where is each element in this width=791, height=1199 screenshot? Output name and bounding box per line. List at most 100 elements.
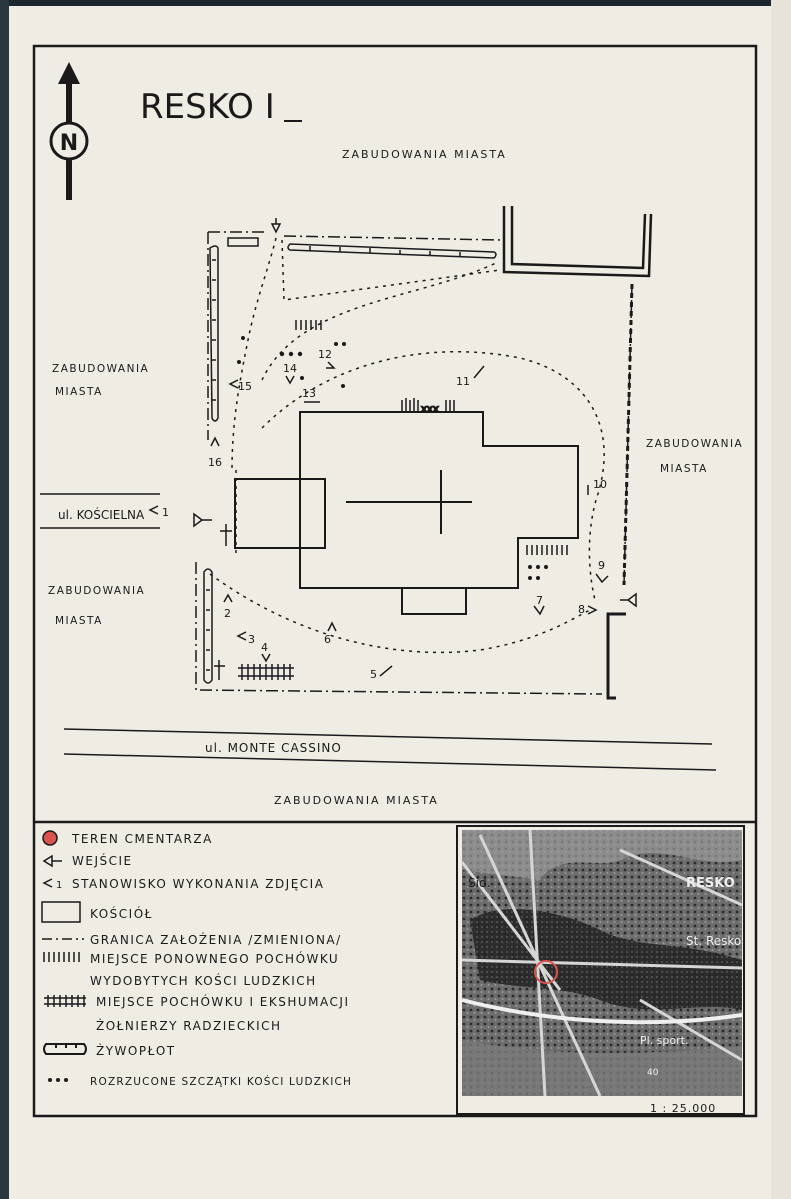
dots-icon xyxy=(48,1078,68,1082)
reburial-site-east xyxy=(526,545,568,555)
svg-text:KOŚCIÓŁ: KOŚCIÓŁ xyxy=(90,906,153,921)
svg-text:4: 4 xyxy=(261,641,268,654)
inset-label-st-resko: St. Resko xyxy=(686,934,741,948)
svg-text:1: 1 xyxy=(56,880,62,891)
entrance-west xyxy=(193,512,212,528)
vertical-hatch-icon xyxy=(43,952,80,962)
legend: TEREN CMENTARZA WEJŚCIE 1 STANOWISKO WYK… xyxy=(41,830,352,1088)
legend-item-boundary: GRANICA ZAŁOŻENIA /ZMIENIONA/ xyxy=(42,932,342,947)
svg-text:12: 12 xyxy=(318,348,332,361)
svg-text:10: 10 xyxy=(593,478,607,491)
north-arrow: N xyxy=(49,62,89,200)
svg-text:WEJŚCIE: WEJŚCIE xyxy=(72,853,133,868)
inset-label-resko: RESKO xyxy=(686,876,735,891)
svg-text:ROZRZUCONE SZCZĄTKI KOŚCI LUDZ: ROZRZUCONE SZCZĄTKI KOŚCI LUDZKICH xyxy=(90,1075,352,1088)
legend-item-entrance: WEJŚCIE xyxy=(42,853,133,868)
legend-item-church: KOŚCIÓŁ xyxy=(41,901,153,923)
photo-point-2: 2 xyxy=(223,593,233,620)
photo-point-12: 12 xyxy=(318,348,336,369)
legend-item-cemetery-area: TEREN CMENTARZA xyxy=(42,830,213,846)
street-koscielna: ul. KOŚCIELNA xyxy=(40,493,160,529)
svg-text:3: 3 xyxy=(248,633,255,646)
label-left-upper-2: MIASTA xyxy=(55,386,103,398)
svg-text:1: 1 xyxy=(162,506,169,519)
photo-points: 1 2 3 4 5 6 7 8 9 10 11 12 13 14 15 16 xyxy=(148,348,609,681)
label-left-lower-1: ZABUDOWANIA xyxy=(48,585,145,597)
cross-west-entrance xyxy=(220,524,232,546)
hedge-top xyxy=(287,243,497,259)
hedge-top-left-small xyxy=(227,237,259,247)
svg-text:9: 9 xyxy=(598,559,605,572)
photo-point-icon xyxy=(42,878,53,888)
svg-text:STANOWISKO WYKONANIA ZDJĘCIA: STANOWISKO WYKONANIA ZDJĘCIA xyxy=(72,877,324,891)
entrance-arrow-icon xyxy=(42,854,62,868)
inset-label-sid: Sid. xyxy=(468,876,490,890)
svg-text:5: 5 xyxy=(370,668,377,681)
red-circle-icon xyxy=(42,830,58,846)
cross-southwest xyxy=(214,660,225,680)
photo-point-9: 9 xyxy=(595,559,609,584)
inset-label-contour: 40 xyxy=(647,1068,659,1078)
inset-scale: 1 : 25.000 xyxy=(650,1102,716,1115)
street-monte-cassino: ul. MONTE CASSINO xyxy=(63,728,717,771)
north-label: N xyxy=(60,131,78,156)
legend-item-scattered-remains: ROZRZUCONE SZCZĄTKI KOŚCI LUDZKICH xyxy=(48,1075,352,1088)
svg-text:WYDOBYTYCH KOŚCI LUDZKICH: WYDOBYTYCH KOŚCI LUDZKICH xyxy=(90,973,317,988)
wall-bottom-right xyxy=(606,612,626,700)
label-bottom: ZABUDOWANIA MIASTA xyxy=(274,794,439,807)
scattered-remains xyxy=(237,336,548,580)
svg-text:GRANICA ZAŁOŻENIA /ZMIENIONA/: GRANICA ZAŁOŻENIA /ZMIENIONA/ xyxy=(90,932,342,947)
cemetery-boundary xyxy=(195,231,633,695)
rectangle-icon xyxy=(41,901,81,923)
cross-hatch-icon xyxy=(44,995,86,1007)
map-title: RESKO I xyxy=(140,87,275,127)
svg-text:TEREN CMENTARZA: TEREN CMENTARZA xyxy=(71,832,213,846)
label-top: ZABUDOWANIA MIASTA xyxy=(342,148,507,161)
hedge-left-upper xyxy=(209,245,219,422)
legend-item-soviet-burial: MIEJSCE POCHÓWKU I EKSHUMACJI ŻOŁNIERZY … xyxy=(44,994,348,1033)
legend-item-reburial: MIEJSCE PONOWNEGO POCHÓWKU WYDOBYTYCH KO… xyxy=(43,951,338,988)
svg-text:6: 6 xyxy=(324,633,331,646)
label-left-lower-2: MIASTA xyxy=(55,615,103,627)
photo-point-14: 14 xyxy=(283,362,297,385)
svg-text:16: 16 xyxy=(208,456,222,469)
svg-text:2: 2 xyxy=(224,607,231,620)
entrance-east xyxy=(620,592,637,608)
photo-point-8: 8 xyxy=(578,603,598,616)
church xyxy=(234,411,579,615)
photo-point-4: 4 xyxy=(261,641,271,663)
svg-text:8: 8 xyxy=(578,603,585,616)
photo-point-6: 6 xyxy=(324,621,337,646)
street-label-koscielna: ul. KOŚCIELNA xyxy=(58,507,145,522)
photo-point-13: 13 xyxy=(302,387,320,403)
label-right-1: ZABUDOWANIA xyxy=(646,438,743,450)
label-left-upper-1: ZABUDOWANIA xyxy=(52,363,149,375)
legend-item-photo-point: 1 STANOWISKO WYKONANIA ZDJĘCIA xyxy=(42,877,324,891)
hedge-right xyxy=(622,283,634,586)
svg-text:14: 14 xyxy=(283,362,297,375)
svg-text:7: 7 xyxy=(536,594,543,607)
photo-point-11: 11 xyxy=(456,365,485,388)
photo-point-10: 10 xyxy=(587,478,607,495)
page-edge-top xyxy=(0,0,791,6)
reburial-site-top xyxy=(295,320,322,330)
entrance-north xyxy=(270,218,282,234)
legend-item-hedge: ŻYWOPŁOT xyxy=(43,1043,174,1058)
hedge-left-lower xyxy=(203,568,213,684)
svg-text:ŻOŁNIERZY RADZIECKICH: ŻOŁNIERZY RADZIECKICH xyxy=(96,1018,282,1033)
photo-point-15: 15 xyxy=(228,379,252,393)
page-edge-left xyxy=(0,0,9,1199)
inset-cemetery-marker xyxy=(534,960,558,984)
photo-point-7: 7 xyxy=(533,594,545,616)
outer-frame xyxy=(32,44,758,1118)
svg-text:xxx: xxx xyxy=(421,404,439,415)
inset-label-pl-sport: Pl. sport. xyxy=(640,1034,688,1047)
svg-text:15: 15 xyxy=(238,380,252,393)
soviet-burial-site xyxy=(238,664,294,680)
photo-point-5: 5 xyxy=(370,665,393,681)
photo-point-16: 16 xyxy=(208,436,222,469)
svg-text:13: 13 xyxy=(302,387,316,400)
reburial-site-north: xxx xyxy=(401,398,455,416)
street-label-monte-cassino: ul. MONTE CASSINO xyxy=(205,741,342,755)
